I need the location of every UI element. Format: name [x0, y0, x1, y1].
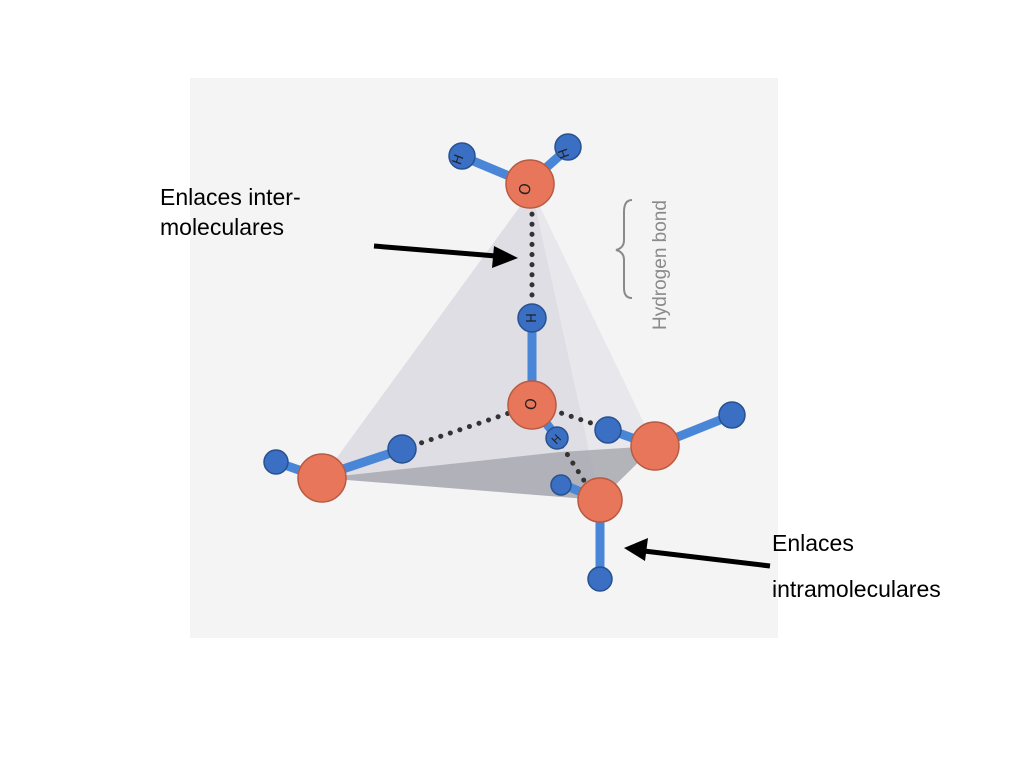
hydrogen-atom-front-inner	[550, 474, 572, 496]
arrows	[373, 243, 771, 569]
oxygen-atom-front	[577, 477, 623, 523]
hydrogen-atom-right-inner	[594, 416, 622, 444]
hydrogen-atom-center-top	[517, 303, 547, 333]
oxygen-atoms	[297, 159, 680, 523]
oxygen-letter-top: O	[515, 182, 535, 197]
hydrogen-letter-top-right: H	[556, 146, 573, 160]
hydrogen-atom-right-outer	[718, 401, 746, 429]
arrow-intramolecular-shaft	[643, 548, 771, 569]
hydrogen-bond-label: Hydrogen bond	[650, 200, 671, 330]
oxygen-atom-left	[297, 453, 347, 503]
intramolecular-label-line1: Enlaces	[772, 530, 854, 556]
oxygen-atom-right	[630, 421, 680, 471]
oxygen-letter-center: O	[521, 397, 541, 412]
hydrogen-bond-bracket	[615, 199, 633, 299]
oxygen-atom-center	[507, 380, 557, 430]
hydrogen-atom-center-low	[545, 426, 569, 450]
hydrogen-letter-center: H	[525, 313, 540, 323]
hydrogen-atom-left-outer	[263, 449, 289, 475]
hydrogen-bonds	[409, 201, 609, 493]
hydrogen-atom-left-inner	[387, 434, 417, 464]
hydrogen-bond-front	[559, 443, 593, 493]
hydrogen-atom-front-bottom	[587, 566, 613, 592]
intermolecular-label-line2: moleculares	[160, 214, 284, 240]
hydrogen-atom-top-right	[554, 133, 582, 161]
hydrogen-atom-top-left	[448, 142, 476, 170]
hydrogen-letter-top-left: H	[450, 153, 467, 167]
hydrogen-atoms	[263, 133, 746, 592]
arrow-intramolecular-head	[624, 538, 648, 561]
oxygen-atom-top	[505, 159, 555, 209]
hydrogen-bond-left	[409, 409, 515, 449]
tetrahedron-face-right	[532, 190, 655, 500]
intermolecular-bonds-label: Enlaces inter- moleculares	[160, 182, 301, 242]
intramolecular-bonds-label: Enlaces intramoleculares	[772, 520, 941, 612]
intramolecular-label-line2: intramoleculares	[772, 576, 941, 602]
arrow-intermolecular-head	[492, 246, 518, 268]
hydrogen-bond-right	[549, 407, 609, 431]
intermolecular-label-line1: Enlaces inter-	[160, 184, 301, 210]
arrow-intermolecular-shaft	[373, 243, 497, 259]
